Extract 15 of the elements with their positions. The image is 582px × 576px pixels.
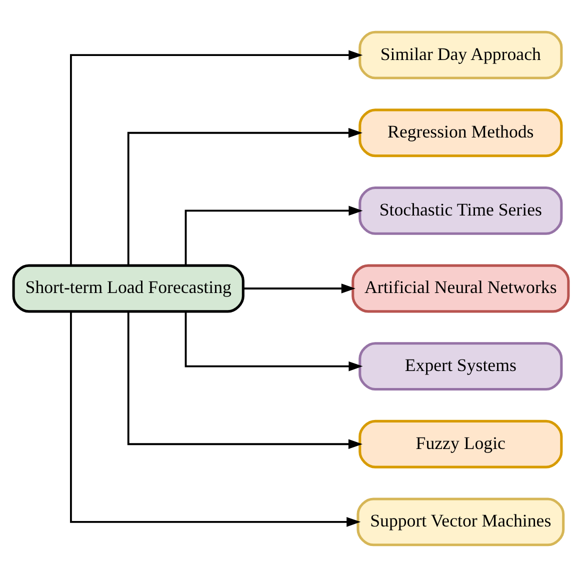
arrow	[184, 205, 363, 265]
arrow	[70, 311, 361, 526]
node-box: Regression Methods	[358, 108, 563, 157]
node-box: Expert Systems	[358, 342, 563, 390]
node-box: Artificial Neural Networks	[352, 264, 570, 312]
arrow	[184, 311, 363, 371]
node-box: Short-term Load Forecasting	[12, 264, 244, 312]
node-box: Similar Day Approach	[358, 30, 563, 79]
arrow	[127, 310, 362, 449]
arrow	[127, 127, 362, 266]
arrow	[243, 283, 356, 293]
node-box: Support Vector Machines	[356, 497, 565, 546]
node-box: Fuzzy Logic	[358, 419, 563, 468]
arrow	[70, 50, 363, 265]
node-box: Stochastic Time Series	[358, 186, 563, 234]
